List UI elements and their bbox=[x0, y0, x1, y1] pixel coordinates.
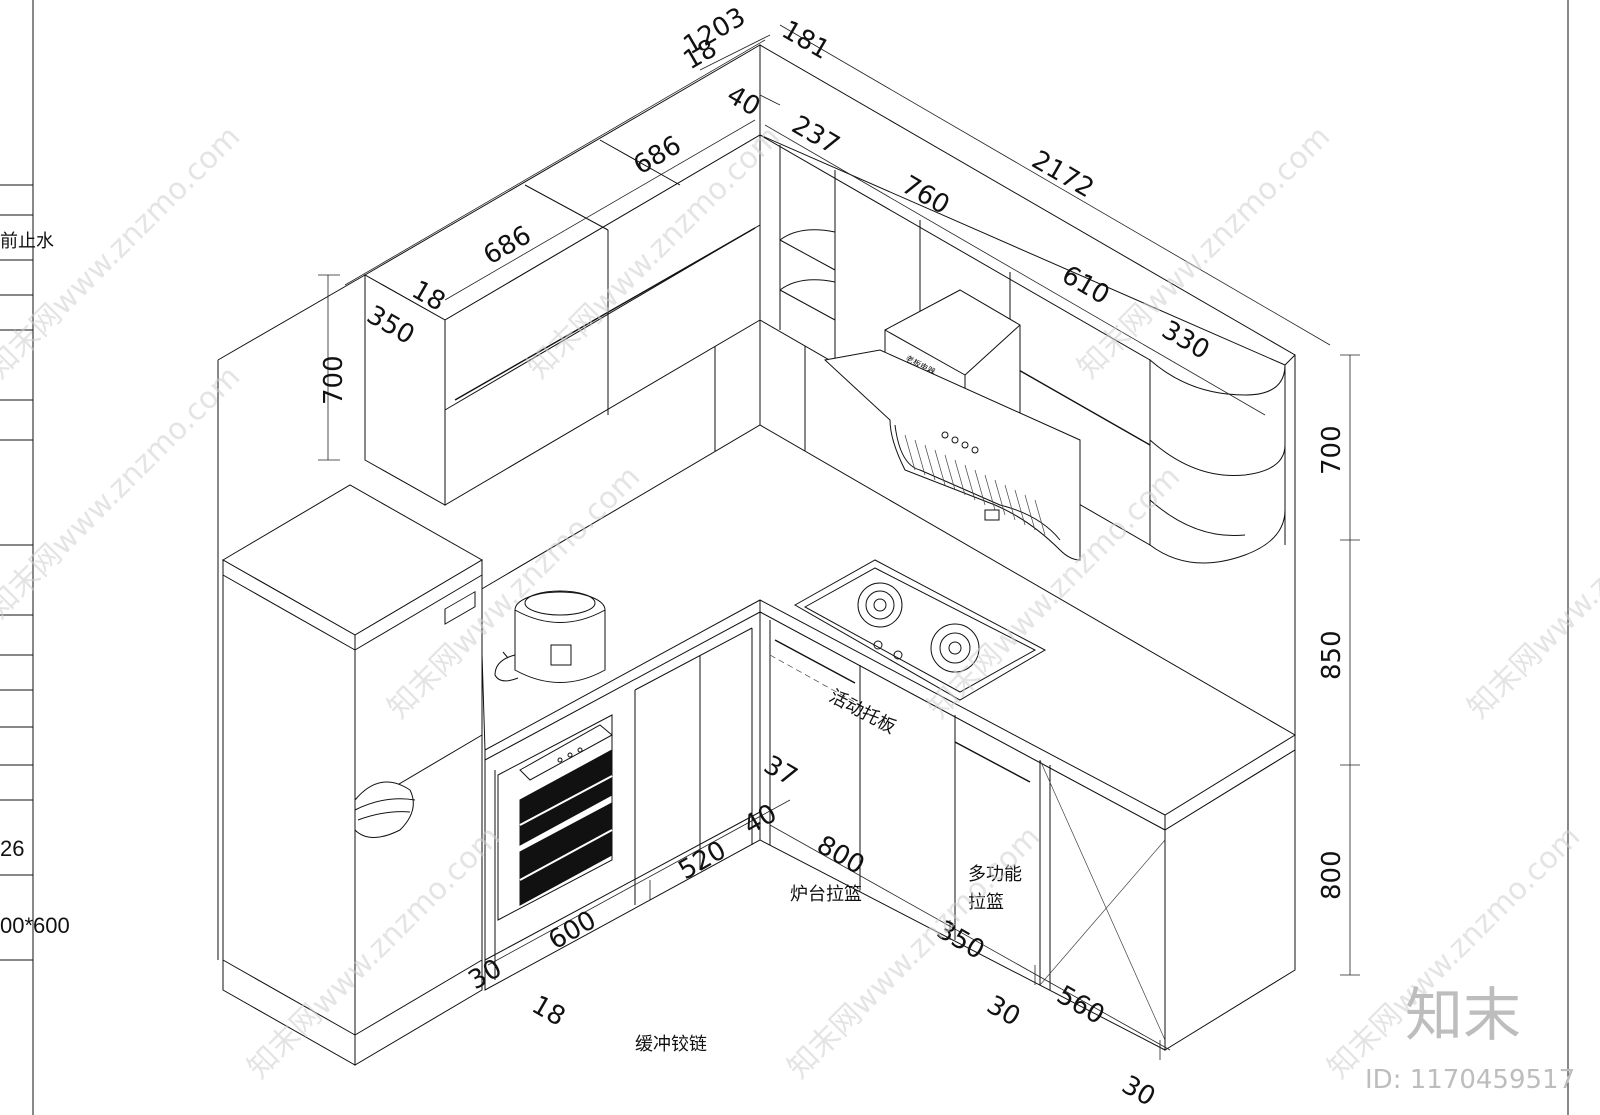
dim-700-left: 700 bbox=[319, 355, 349, 405]
dim-30-mid: 30 bbox=[982, 990, 1026, 1033]
sidebar-size: 00*600 bbox=[0, 913, 70, 938]
sidebar-row-text: 前止水 bbox=[0, 231, 54, 252]
built-in-oven bbox=[497, 714, 613, 921]
watermark-text: 知末网www.znzmo.com bbox=[0, 359, 247, 625]
watermark-text: 知末网www.znzmo.com bbox=[1461, 459, 1600, 725]
upper-left-cabinets bbox=[363, 44, 761, 506]
watermark-brand: 知末 bbox=[1405, 981, 1521, 1049]
dim-30-right: 30 bbox=[1117, 1070, 1161, 1113]
hood-filter-grille bbox=[904, 434, 1046, 536]
dim-2172: 2172 bbox=[1027, 145, 1099, 204]
refrigerator bbox=[222, 484, 483, 1066]
sidebar-code: 26 bbox=[0, 836, 24, 861]
label-stove-basket: 炉台拉篮 bbox=[790, 884, 862, 905]
dim-181: 181 bbox=[777, 15, 835, 66]
sidebar-title-block: 前止水 26 00*600 bbox=[0, 0, 70, 1115]
label-multi-basket-2: 拉篮 bbox=[968, 892, 1004, 913]
watermark-text: 知末网www.znzmo.com bbox=[0, 119, 247, 385]
dimension-lines bbox=[318, 24, 1360, 1060]
label-buffer-hinge: 缓冲铰链 bbox=[635, 1034, 707, 1055]
watermark-id: ID: 1170459517 bbox=[1365, 1065, 1575, 1095]
gas-hob bbox=[793, 559, 1047, 701]
label-multi-basket-1: 多功能 bbox=[968, 864, 1022, 885]
dim-18-base: 18 bbox=[527, 990, 571, 1033]
dim-800-right: 800 bbox=[1317, 850, 1347, 900]
base-cabinets-right bbox=[759, 611, 1296, 1051]
rice-cooker bbox=[494, 590, 606, 683]
dim-700-right: 700 bbox=[1317, 425, 1347, 475]
range-hood: 老板电器 bbox=[823, 289, 1081, 561]
dim-850: 850 bbox=[1317, 630, 1347, 680]
